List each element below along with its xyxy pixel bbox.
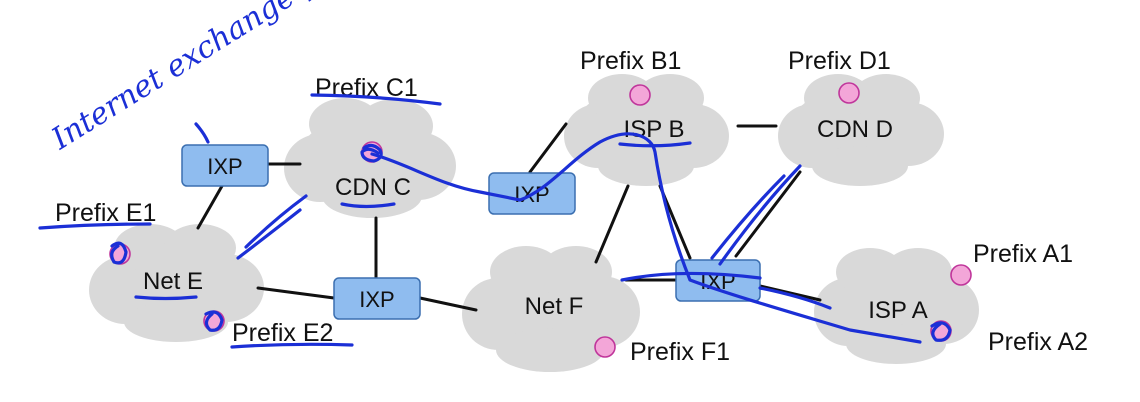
link-net-e-ixp3 [256,286,336,300]
prefix-dot-d1 [838,82,860,104]
prefix-label-b1: Prefix B1 [580,47,681,75]
ink-scribble-e2 [204,310,224,332]
ink-underline-e2 [230,342,354,349]
ink-underline-cdn-c [340,202,396,209]
ixp-box-1: IXP [181,144,269,187]
prefix-label-e1: Prefix E1 [55,199,156,227]
ink-stroke-cdn-d-ixp4-1 [718,164,802,266]
ink-stroke-net-e-cdn-c-1 [244,194,308,249]
link-ixp3-net-f [418,296,478,312]
link-ixp2-isp-b [528,122,568,174]
cloud-cdn-d [778,74,944,186]
cloud-isp-b [564,74,729,186]
prefix-dot-a1 [950,264,972,286]
ink-scribble-a2 [930,321,952,342]
prefix-label-a1: Prefix A1 [973,240,1073,268]
network-label-cdn-c: CDN C [335,174,411,201]
ixp-label: IXP [207,154,242,179]
ixp-label: IXP [359,287,394,312]
ink-stroke-net-e-cdn-c-2 [236,208,302,260]
link-isp-b-net-f [594,184,630,264]
network-label-net-e: Net E [143,268,203,295]
ink-stroke-ixp4-isp-a [758,286,832,310]
ink-pointer-to-ixp [194,122,210,144]
cloud-net-e [89,224,264,342]
ink-underline-e1 [38,222,152,230]
ink-stroke-cdn-d-ixp4-2 [710,174,786,260]
ink-scribble-e1 [110,241,128,265]
prefix-label-d1: Prefix D1 [788,47,891,75]
prefix-label-f1: Prefix F1 [630,338,730,366]
ink-underline-net-e [134,295,198,301]
link-cdn-d-ixp4 [734,170,802,258]
network-label-cdn-d: CDN D [817,116,893,143]
link-ixp4-isp-a [758,284,822,302]
network-label-net-f: Net F [525,293,584,320]
link-ixp1-net-e [196,184,224,230]
ink-route-path [370,132,922,344]
ixp-box-3: IXP [333,277,421,320]
prefix-dot-f1 [594,336,616,358]
ink-scribble-c1 [360,143,383,163]
network-label-isp-b: ISP B [624,116,685,143]
prefix-label-e2: Prefix E2 [232,319,333,347]
ink-stroke-net-f-ixp4 [620,271,762,282]
cloud-net-f [462,246,640,372]
prefix-dot-b1 [629,84,651,106]
cloud-cdn-c [284,98,456,218]
network-label-isp-a: ISP A [868,297,928,324]
ink-underline-c1 [310,93,442,106]
ink-underline-isp-b [618,141,692,148]
prefix-label-a2: Prefix A2 [988,328,1088,356]
